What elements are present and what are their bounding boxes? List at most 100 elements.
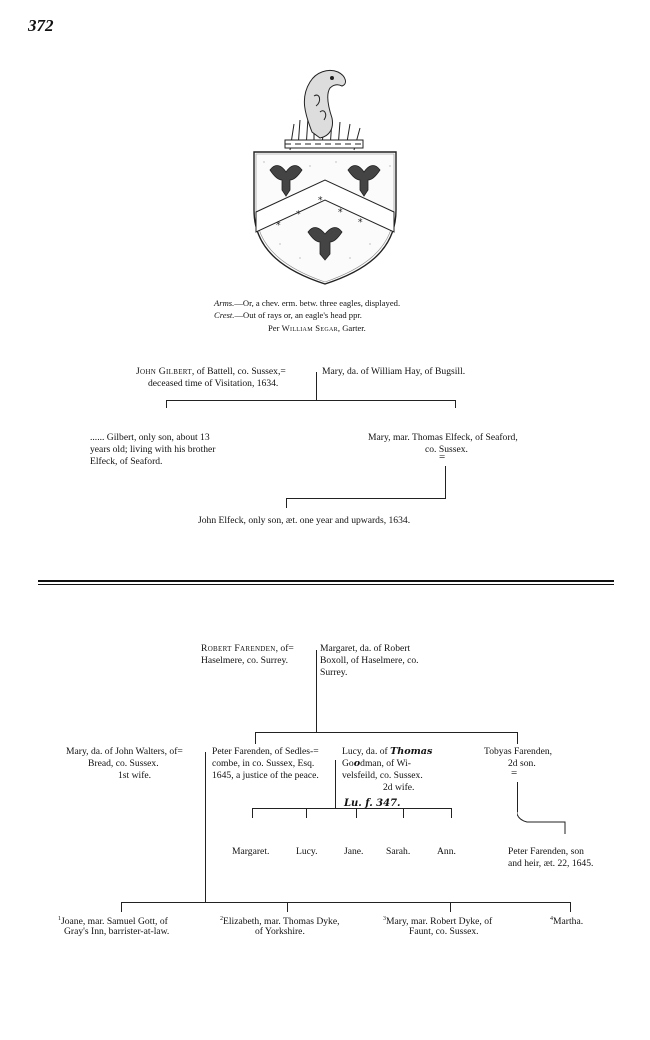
gilbert-children-bar (166, 400, 456, 401)
elfeck-child-bar (286, 498, 446, 499)
elfeck-descent-line (445, 466, 446, 498)
tobyas-marriage-symbol: = (511, 767, 518, 779)
gilbert-son-line2: years old; living with his brother (90, 444, 216, 455)
mary-walters-line3: 1st wife. (118, 770, 152, 781)
child-martha-line1: 4Martha. (550, 914, 583, 927)
child-drop-ann (451, 808, 452, 818)
gilbert-son-drop (166, 400, 167, 408)
farenden-descent-line (316, 650, 317, 732)
gilbert-daughter-drop (455, 400, 456, 408)
child-elizabeth-line2: of Yorkshire. (255, 926, 305, 937)
child-drop-sarah (403, 808, 404, 818)
child-mary-text: Mary, mar. Robert Dyke, of (386, 916, 493, 928)
mary-hay-entry: Mary, da. of William Hay, of Bugsill. (322, 366, 466, 377)
elfeck-marriage-symbol: = (439, 451, 446, 463)
per-suffix: , Garter. (337, 323, 366, 333)
child-drop-martha (570, 902, 571, 912)
john-gilbert-line2: deceased time of Visitation, 1634. (148, 378, 279, 389)
crest-blazon: Crest.—Out of rays or, an eagle's head p… (214, 310, 362, 321)
john-gilbert-entry: John Gilbert, of Battell, co. Sussex,= (136, 366, 286, 377)
child-drop-elizabeth (287, 902, 288, 912)
mary-elfeck-line2: co. Sussex. (425, 444, 468, 455)
second-marriage-descent (335, 760, 336, 808)
john-gilbert-line1: , of Battell, co. Sussex,= (191, 366, 286, 377)
gilbert-son-line3: Elfeck, of Seaford. (90, 456, 163, 467)
crest-label: Crest. (214, 310, 235, 320)
svg-text:⁎: ⁎ (276, 218, 281, 228)
peter-farenden-line2: combe, in co. Sussex, Esq. (212, 758, 315, 769)
child-sarah: Sarah. (386, 846, 411, 857)
tobyas-line1: Tobyas Farenden, (484, 746, 553, 757)
second-marriage-bar (252, 808, 452, 809)
attribution: Per William Segar, Garter. (268, 323, 366, 334)
lucy-goodman-line2: Goodman, of Wi- (342, 758, 411, 769)
section-rule-top (38, 580, 614, 582)
margaret-boxoll-line3: Surrey. (320, 667, 348, 678)
robert-farenden-of: , of= (275, 643, 294, 654)
peter-drop (255, 732, 256, 744)
child-mary-line1: 3Mary, mar. Robert Dyke, of (383, 914, 492, 927)
mary-walters-line2: Bread, co. Sussex. (88, 758, 159, 769)
tobyas-line2: 2d son. (508, 758, 536, 769)
handwritten-o: o (353, 758, 361, 769)
svg-text:⁎: ⁎ (318, 193, 323, 203)
first-marriage-descent (205, 752, 206, 902)
child-drop-lucy (306, 808, 307, 818)
mary-elfeck-line1: Mary, mar. Thomas Elfeck, of Seaford, (368, 432, 518, 443)
lucy-goodman-line3: velsfeild, co. Sussex. (342, 770, 423, 781)
lucy-dman: dman, of Wi- (360, 758, 411, 769)
margaret-boxoll-line2: Boxoll, of Haselmere, co. (320, 655, 419, 666)
child-drop-margaret (252, 808, 253, 818)
tobyas-connector (517, 810, 566, 834)
child-joane-line2: Gray's Inn, barrister-at-law. (64, 926, 170, 937)
arms-blazon: Arms.—Or, a chev. erm. betw. three eagle… (214, 298, 400, 309)
peter-farenden-line1: Peter Farenden, of Sedles-= (212, 746, 319, 757)
lucy-goodman-line1: Lucy, da. of Thomas (342, 746, 432, 757)
svg-text:⁎: ⁎ (296, 207, 301, 217)
gilbert-descent-line (316, 372, 317, 400)
tobyas-descent-line (517, 782, 518, 812)
peter-farenden-line3: 1645, a justice of the peace. (212, 770, 319, 781)
john-elfeck-entry: John Elfeck, only son, æt. one year and … (198, 515, 411, 526)
child-margaret: Margaret. (232, 846, 270, 857)
child-martha-number: 4 (550, 916, 553, 922)
tobyas-drop (517, 732, 518, 744)
child-elizabeth-line1: 2Elizabeth, mar. Thomas Dyke, (220, 914, 340, 927)
page-number: 372 (28, 16, 54, 35)
svg-text:⁎: ⁎ (338, 205, 343, 215)
per-text: Per (268, 323, 280, 333)
john-gilbert-name: John Gilbert (136, 366, 192, 377)
child-elizabeth-text: Elizabeth, mar. Thomas Dyke, (223, 916, 340, 928)
handwritten-reference: Lu. f. 347. (344, 798, 401, 809)
elfeck-child-drop (286, 498, 287, 508)
child-mary-number: 3 (383, 916, 386, 922)
child-jane: Jane. (344, 846, 364, 857)
child-drop-joane (121, 902, 122, 912)
coat-of-arms-image: ⁎ ⁎ ⁎ ⁎ ⁎ (253, 69, 397, 285)
child-ann: Ann. (437, 846, 456, 857)
svg-text:⁎: ⁎ (358, 215, 363, 225)
handwritten-thomas: Thomas (390, 746, 433, 757)
lucy-goodman-line4: 2d wife. (383, 782, 415, 793)
child-lucy: Lucy. (296, 846, 318, 857)
robert-farenden-name: Robert Farenden (201, 643, 276, 654)
peter-jr-line1: Peter Farenden, son (508, 846, 584, 857)
margaret-boxoll-line1: Margaret, da. of Robert (320, 643, 411, 654)
arms-text: —Or, a chev. erm. betw. three eagles, di… (234, 298, 401, 308)
lucy-da-of: Lucy, da. of (342, 746, 388, 757)
robert-farenden-line1: Robert Farenden, of= (201, 643, 294, 654)
farenden-children-bar (255, 732, 517, 733)
child-drop-mary (450, 902, 451, 912)
child-joane-text: Joane, mar. Samuel Gott, of (61, 916, 168, 928)
gilbert-son-line1: ...... Gilbert, only son, about 13 (90, 432, 210, 443)
child-martha-text: Martha. (553, 916, 584, 928)
robert-farenden-line2: Haselmere, co. Surrey. (201, 655, 289, 666)
child-elizabeth-number: 2 (220, 916, 223, 922)
mary-walters-line1: Mary, da. of John Walters, of= (66, 746, 183, 757)
lucy-go: Go (342, 758, 354, 769)
child-drop-jane (356, 808, 357, 818)
per-name: William Segar (281, 323, 338, 333)
arms-label: Arms. (214, 298, 235, 308)
child-joane-number: 1 (58, 916, 61, 922)
child-joane-line1: 1Joane, mar. Samuel Gott, of (58, 914, 168, 927)
